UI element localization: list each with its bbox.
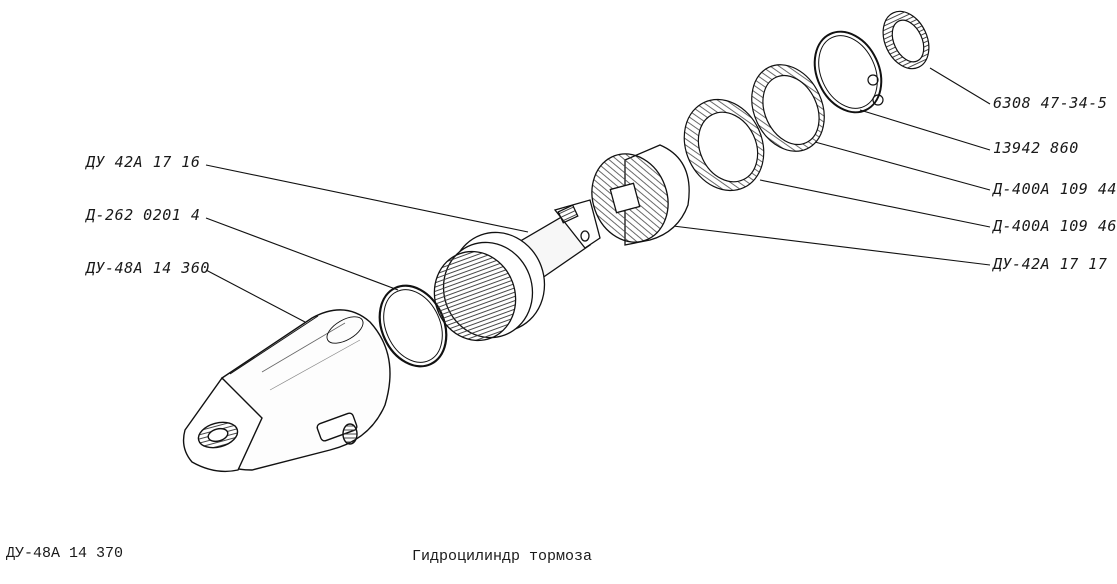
seal-ring-2	[751, 64, 825, 152]
bearing	[882, 10, 930, 70]
callout-cylinder-body: ДУ-48А 14 360	[86, 259, 210, 277]
leader-rod-piston	[205, 164, 529, 233]
callout-o-ring: Д-262 0201 4	[86, 206, 201, 224]
leader-seal-ring-1	[759, 179, 991, 228]
leader-bearing	[929, 67, 991, 105]
callout-gland-nut: ДУ-42А 17 17	[993, 255, 1108, 273]
leader-retaining-ring	[859, 109, 991, 151]
leader-seal-ring-2	[814, 141, 991, 191]
callout-seal-ring-2: Д-400А 109 44	[993, 180, 1117, 198]
piston-rod	[433, 199, 601, 342]
leader-cylinder-body	[205, 269, 306, 323]
seal-ring-1	[683, 98, 765, 192]
drawing-number: ДУ-48А 14 370	[6, 545, 124, 562]
retaining-ring	[813, 30, 884, 114]
cylinder-body	[182, 309, 391, 473]
callout-seal-ring-1: Д-400А 109 46	[993, 217, 1117, 235]
callout-bearing: 6308 47-34-5	[993, 94, 1108, 112]
leader-lines	[205, 67, 991, 323]
callout-rod-piston: ДУ 42А 17 16	[86, 153, 201, 171]
gland-nut	[591, 144, 690, 246]
diagram-caption: Гидроцилиндр тормоза	[412, 548, 593, 565]
leader-gland-nut	[664, 224, 991, 266]
leader-o-ring	[205, 217, 399, 291]
callout-retaining-ring: 13942 860	[993, 139, 1079, 157]
